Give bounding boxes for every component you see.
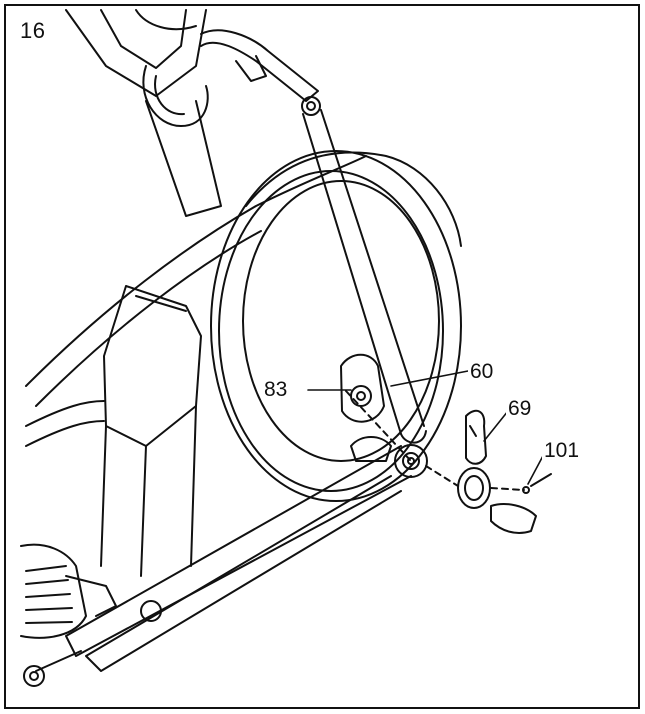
- handlebar-arm: [200, 29, 321, 116]
- crank-hub: [340, 353, 392, 462]
- cover-69: [465, 409, 487, 465]
- callout-69: 69: [506, 397, 534, 420]
- console-upright: [65, 9, 222, 217]
- callout-83: 83: [262, 378, 290, 401]
- screw-101: [522, 473, 552, 494]
- step-number: 16: [20, 18, 46, 43]
- callout-60: 60: [468, 360, 496, 383]
- assembly-guide-lines: [345, 390, 525, 491]
- flywheel-disc: [210, 150, 462, 502]
- leader-lines: [307, 370, 545, 485]
- callout-101: 101: [542, 439, 582, 462]
- elliptical-assembly-drawing: [20, 9, 552, 687]
- frame-shroud: [25, 155, 367, 577]
- pedal: [20, 543, 117, 639]
- diagram-frame: 16 83 60 69 101: [4, 4, 640, 709]
- end-cap: [457, 467, 537, 534]
- pedal-arm: [23, 445, 412, 687]
- upper-arm-60: [302, 109, 427, 444]
